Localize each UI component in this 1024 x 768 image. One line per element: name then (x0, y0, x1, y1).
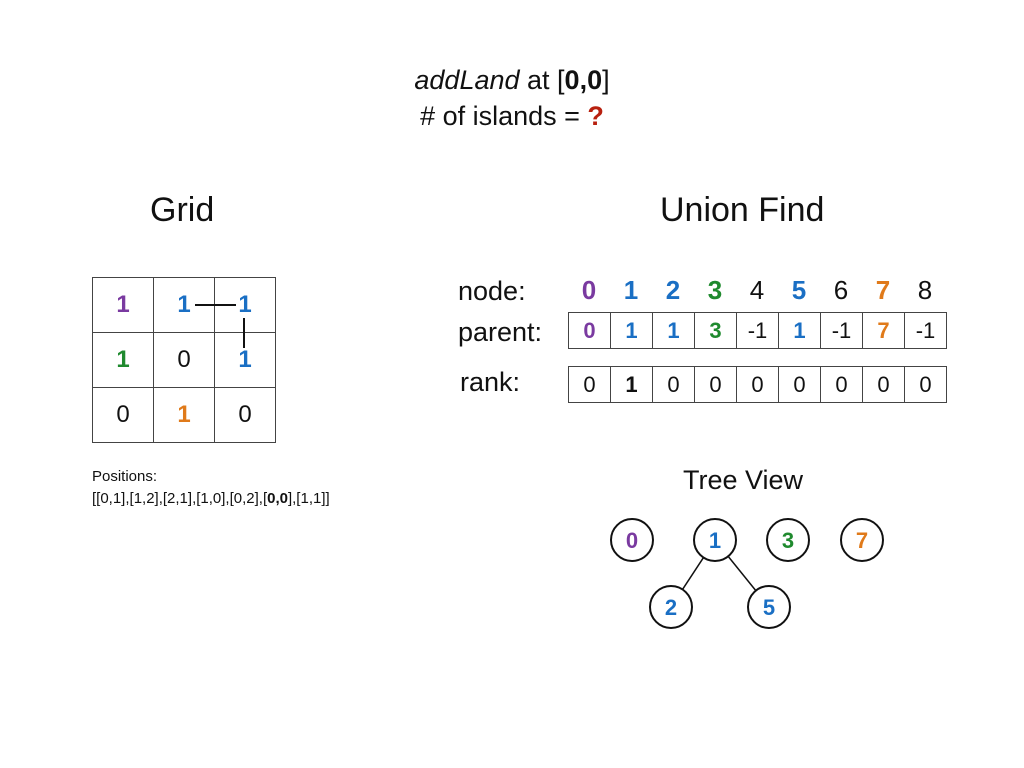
tree-node-label-5: 5 (763, 595, 775, 620)
rank-cell-0: 0 (568, 366, 611, 403)
title-close-bracket: ] (602, 65, 610, 95)
islands-value: ? (587, 101, 604, 131)
parent-row-label: parent: (458, 317, 543, 347)
parent-cell-4: -1 (736, 312, 779, 349)
parent-cell-1: 1 (610, 312, 653, 349)
node-index-3: 3 (707, 275, 723, 305)
tree-node-label-0: 0 (626, 528, 638, 553)
node-index-0: 0 (581, 275, 597, 305)
title-at: at [ (519, 65, 565, 95)
tree-node-1 (693, 518, 737, 562)
tree-node-0 (610, 518, 654, 562)
grid-cell-2-0: 0 (92, 387, 154, 443)
grid-heading: Grid (150, 191, 215, 229)
parent-cell-3: 3 (694, 312, 737, 349)
islands-prefix: # of islands = (420, 101, 588, 131)
tree-node-label-7: 7 (856, 528, 868, 553)
parent-cell-8: -1 (904, 312, 947, 349)
rank-cell-8: 0 (904, 366, 947, 403)
tree-node-label-1: 1 (709, 528, 721, 553)
parent-cell-6: -1 (820, 312, 863, 349)
tree-node-2 (649, 585, 693, 629)
title-function-name: addLand (414, 65, 520, 95)
positions-value: [[0,1],[1,2],[2,1],[1,0],[0,2],[0,0],[1,… (92, 490, 330, 507)
tree-node-label-3: 3 (782, 528, 794, 553)
node-index-4: 4 (749, 275, 765, 305)
rank-cell-6: 0 (820, 366, 863, 403)
node-index-8: 8 (917, 275, 933, 305)
rank-cell-5: 0 (778, 366, 821, 403)
rank-row-label: rank: (460, 367, 521, 397)
tree-node-label-2: 2 (665, 595, 677, 620)
tree-view-heading: Tree View (683, 465, 804, 495)
tree-node-3 (766, 518, 810, 562)
positions-label: Positions: (92, 468, 158, 485)
grid-cell-1-2: 1 (214, 332, 276, 388)
title-coordinate: 0,0 (564, 65, 603, 95)
tree-node-5 (747, 585, 791, 629)
rank-cell-7: 0 (862, 366, 905, 403)
tree-edge-1-2 (681, 557, 705, 590)
tree-edge-1-5 (727, 555, 757, 592)
title-islands-count: # of islands = ? (0, 100, 1024, 132)
node-index-5: 5 (791, 275, 807, 305)
positions-before: [[0,1],[1,2],[2,1],[1,0],[0,2],[ (92, 490, 268, 507)
grid-cell-2-2: 0 (214, 387, 276, 443)
union-find-heading: Union Find (660, 191, 825, 229)
grid-cell-2-1: 1 (153, 387, 215, 443)
node-row-label: node: (458, 276, 526, 306)
grid-cell-0-1: 1 (153, 277, 215, 333)
positions-after: ],[1,1]] (287, 490, 330, 507)
rank-cell-1: 1 (610, 366, 653, 403)
title-add-land: addLand at [0,0] (0, 64, 1024, 96)
positions-highlight: 0,0 (267, 490, 288, 507)
parent-cell-7: 7 (862, 312, 905, 349)
node-index-6: 6 (833, 275, 849, 305)
grid-cell-0-0: 1 (92, 277, 154, 333)
rank-cell-2: 0 (652, 366, 695, 403)
rank-cell-4: 0 (736, 366, 779, 403)
node-index-7: 7 (875, 275, 891, 305)
tree-node-7 (840, 518, 884, 562)
parent-cell-0: 0 (568, 312, 611, 349)
rank-cell-3: 0 (694, 366, 737, 403)
node-index-1: 1 (623, 275, 639, 305)
parent-cell-5: 1 (778, 312, 821, 349)
node-index-2: 2 (665, 275, 681, 305)
